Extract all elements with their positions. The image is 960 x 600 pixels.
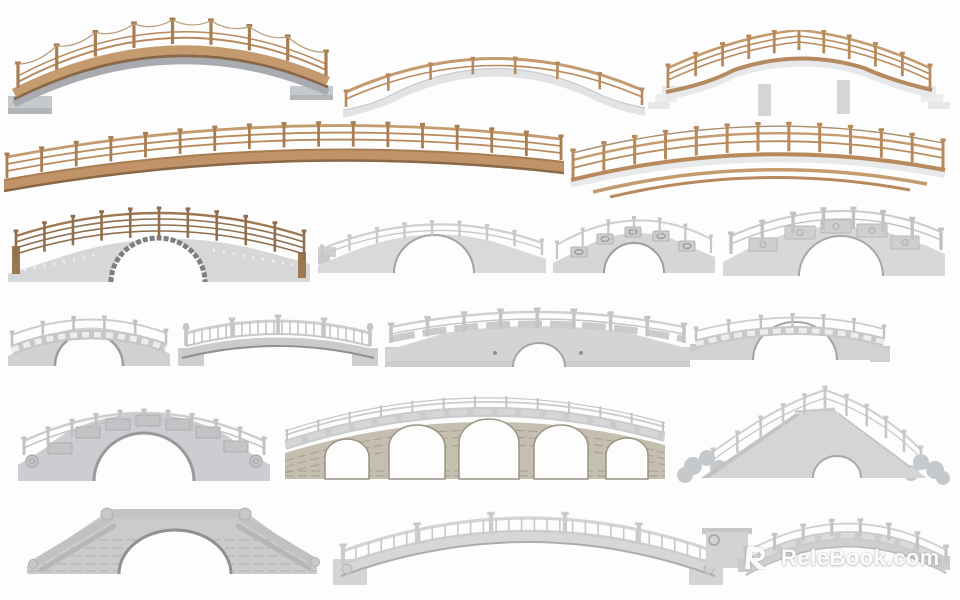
arches xyxy=(324,418,649,480)
bridge-angular-cloud-wings xyxy=(675,382,953,486)
wood-handrail xyxy=(343,56,645,107)
bridge-stone-baluster-flat xyxy=(178,290,378,372)
cloud-scroll-wings xyxy=(677,450,950,485)
bridge-stone-balustrade-arch xyxy=(333,473,723,593)
rope-railing xyxy=(15,17,329,88)
wood-railing xyxy=(570,121,946,178)
parapet-posts xyxy=(693,313,887,340)
stone-railing xyxy=(727,206,945,254)
bridge-long-wooden-arch xyxy=(4,118,564,198)
bridge-stone-arch-ovals xyxy=(553,197,715,279)
parapet-posts xyxy=(387,307,688,343)
bridge-stone-wood-railing xyxy=(8,198,310,286)
bridge-stone-arch-carved xyxy=(723,192,945,282)
balusters xyxy=(342,516,714,566)
bridge-granite-slotted xyxy=(8,292,170,372)
stone-railing xyxy=(555,216,713,259)
parapet-posts xyxy=(9,315,169,345)
bridge-wooden-arch-beams xyxy=(565,110,950,198)
bridge-wooden-rope-arch xyxy=(8,12,333,117)
railing-right xyxy=(822,385,924,468)
bridge-granite-panel-railing xyxy=(700,482,950,590)
stone-railing xyxy=(319,220,545,261)
bridge-granite-low-arch xyxy=(690,296,890,366)
bridge-wooden-stepped xyxy=(648,30,950,122)
bridge-long-granite xyxy=(385,291,690,373)
wood-railing-right xyxy=(797,30,933,88)
wood-railing-left xyxy=(665,30,801,88)
parapet-posts xyxy=(286,396,664,441)
baluster-railing xyxy=(21,408,267,455)
bridge-five-arch-brick xyxy=(285,375,665,485)
bridge-ornate-carved-arch xyxy=(18,377,270,487)
bridge-stone-arch-plain xyxy=(318,203,546,279)
pierced-panels xyxy=(570,226,696,258)
wood-railing xyxy=(13,206,307,260)
bridge-granite-ramps-rollends xyxy=(15,484,327,586)
post-and-rail-fence xyxy=(4,121,564,178)
bridge-curved-wooden-footbridge xyxy=(343,50,645,120)
